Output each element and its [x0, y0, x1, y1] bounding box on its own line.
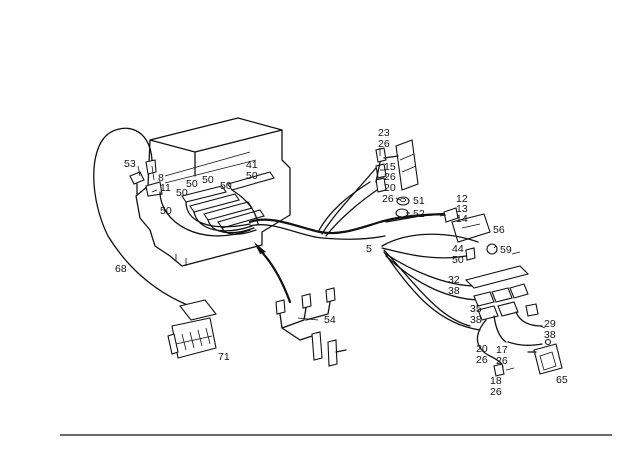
label-38-c: 38 — [544, 329, 556, 341]
label-8: 8 — [158, 172, 164, 184]
module-56 — [451, 213, 491, 243]
sensor-59 — [486, 243, 498, 255]
grommet-51 — [396, 196, 410, 206]
label-54: 54 — [324, 314, 336, 326]
label-51: 51 — [413, 195, 425, 207]
label-44: 44 — [452, 243, 464, 255]
label-20-a: 20 — [384, 182, 396, 194]
label-29: 29 — [544, 318, 556, 330]
label-50-d: 50 — [220, 180, 232, 192]
label-26-e: 26 — [496, 355, 508, 367]
label-11: 11 — [160, 182, 171, 194]
part-labels: 53 8 11 68 50 50 50 50 50 41 50 71 54 23… — [115, 127, 568, 398]
plug-68 — [179, 299, 217, 321]
label-20-b: 20 — [476, 343, 488, 355]
label-5: 5 — [366, 243, 372, 255]
label-15: 15 — [384, 161, 396, 173]
label-65: 65 — [556, 374, 568, 386]
label-50-b: 50 — [176, 187, 188, 199]
label-14: 14 — [456, 213, 468, 225]
label-26-f: 26 — [490, 386, 502, 398]
label-52: 52 — [413, 208, 425, 220]
sensor-8 — [145, 159, 163, 197]
label-59: 59 — [500, 244, 512, 256]
label-32: 32 — [448, 274, 460, 286]
plug-18 — [493, 363, 505, 377]
leader-lines — [137, 148, 546, 329]
label-17: 17 — [496, 344, 508, 356]
label-71: 71 — [218, 351, 230, 363]
label-56: 56 — [493, 224, 505, 236]
label-50-g: 50 — [452, 254, 464, 266]
label-50-c: 50 — [202, 174, 214, 186]
connector-set-54 — [275, 287, 347, 367]
label-18: 18 — [490, 375, 502, 387]
label-50-e: 50 — [160, 205, 172, 217]
connector-rack — [464, 265, 543, 343]
sensor-53 — [129, 171, 145, 195]
label-26-a: 26 — [378, 138, 390, 150]
label-26-b: 26 — [384, 171, 396, 183]
label-38-a: 38 — [448, 285, 460, 297]
label-50-f: 50 — [246, 170, 258, 182]
label-38-b: 38 — [470, 314, 482, 326]
relay-module-right — [375, 139, 419, 193]
fuse-box-71 — [167, 317, 217, 359]
label-13: 13 — [456, 203, 468, 215]
label-35: 35 — [470, 303, 482, 315]
label-26-d: 26 — [476, 354, 488, 366]
label-23: 23 — [378, 127, 390, 139]
label-53: 53 — [124, 158, 136, 170]
label-12: 12 — [456, 193, 468, 205]
label-41: 41 — [246, 159, 258, 171]
connector-44 — [465, 247, 476, 261]
wire-68 — [93, 127, 191, 307]
pointer-arrow — [256, 246, 292, 304]
label-68: 68 — [115, 263, 127, 275]
control-unit-housing — [135, 117, 291, 267]
connector-14 — [443, 207, 459, 223]
main-harness — [248, 212, 457, 235]
label-26-c: 26 — [382, 193, 394, 205]
switch-65 — [527, 338, 563, 375]
label-50-a: 50 — [186, 178, 198, 190]
